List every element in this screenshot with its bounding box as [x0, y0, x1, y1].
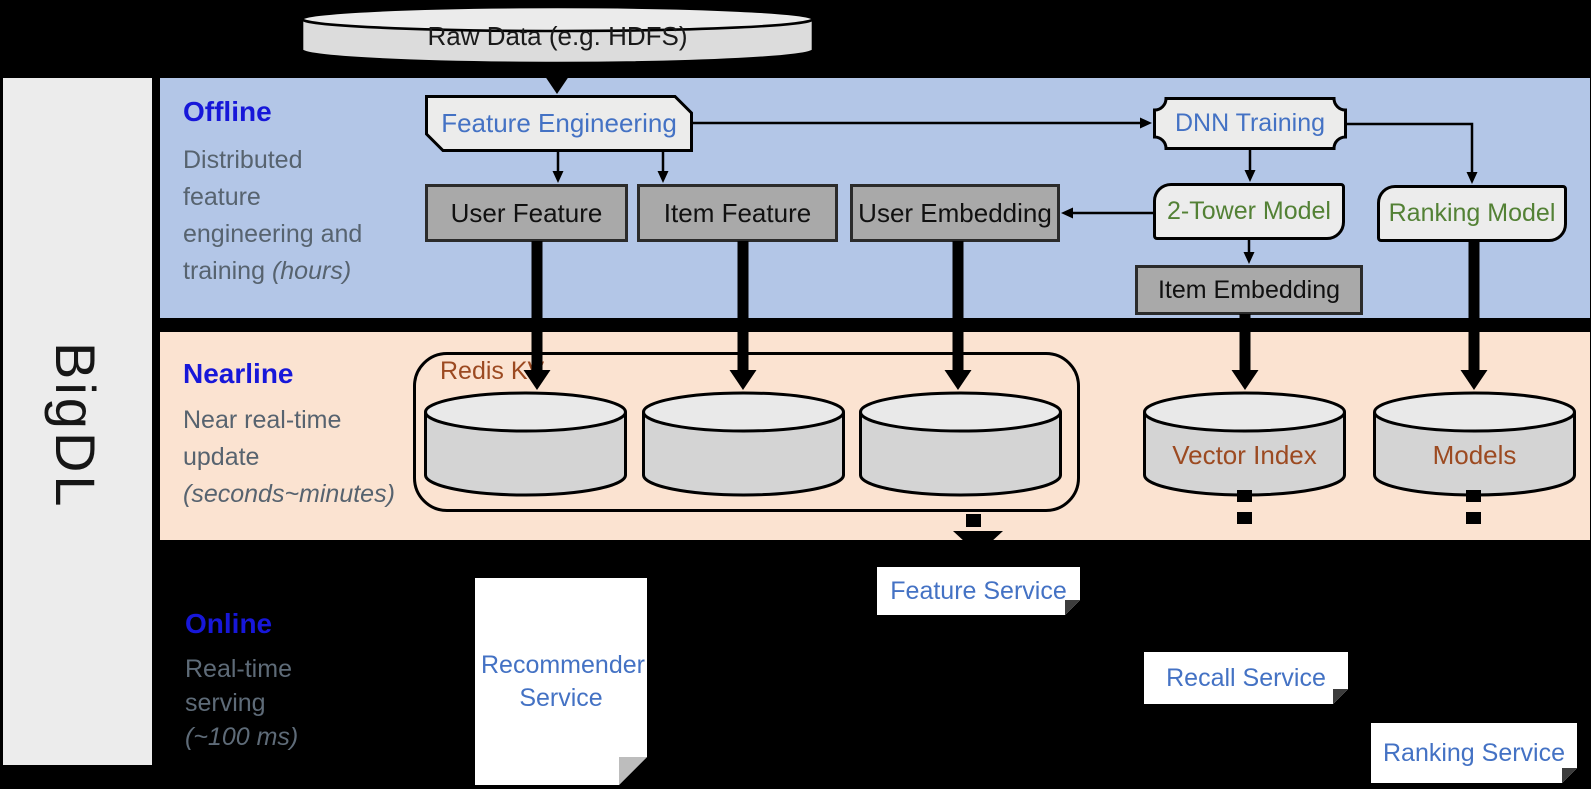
offline-desc-line3: engineering and [183, 220, 363, 248]
feature-service-node: Feature Service [877, 567, 1080, 615]
recommender-service-label: Recommender Service [481, 650, 645, 712]
page-fold-icon [1333, 689, 1348, 704]
cylinder-icon [424, 391, 627, 497]
online-description: Real-time serving (~100 ms) [185, 652, 298, 754]
recommender-service-node: Recommender Service [475, 578, 647, 785]
ranking-model-node: Ranking Model [1377, 185, 1567, 242]
redis-cylinder-1 [423, 390, 628, 497]
dnn-training-node: DNN Training [1153, 97, 1347, 150]
nearline-title: Nearline [183, 358, 294, 389]
redis-cylinder-3 [858, 390, 1063, 497]
offline-desc-line4: training (hours) [183, 257, 352, 285]
raw-data-label: Raw Data (e.g. HDFS) [427, 20, 688, 51]
nearline-desc-line1: Near real-time [183, 406, 342, 434]
ranking-service-node: Ranking Service [1371, 723, 1577, 783]
feature-service-label: Feature Service [890, 576, 1067, 605]
nearline-desc-line3: (seconds~minutes) [183, 480, 395, 508]
online-desc-line3: (~100 ms) [185, 723, 299, 751]
online-desc-line1: Real-time [185, 655, 292, 683]
offline-description: Distributed feature engineering and trai… [183, 142, 362, 290]
offline-title: Offline [183, 96, 272, 127]
cylinder-icon [300, 5, 815, 65]
item-feature-node: Item Feature [637, 184, 838, 242]
vector-index-store: Vector Index [1142, 390, 1347, 497]
bigdl-label: BigDL [44, 342, 107, 510]
snip-corner-shape [425, 95, 693, 152]
models-store: Models [1372, 390, 1577, 497]
feature-engineering-node: Feature Engineering [425, 95, 693, 152]
dnn-training-label: DNN Training [1174, 109, 1326, 137]
raw-data-store: Raw Data (e.g. HDFS) [300, 5, 815, 67]
page-fold-icon [619, 757, 647, 785]
nearline-description: Near real-time update (seconds~minutes) [183, 402, 395, 513]
offline-desc-line1: Distributed [183, 146, 303, 174]
ranking-service-label: Ranking Service [1382, 738, 1566, 767]
cylinder-icon [1373, 391, 1576, 497]
offline-desc-line2: feature [183, 183, 261, 211]
bigdl-side-strip [3, 78, 152, 765]
redis-kv-label: Redis KV [440, 357, 545, 385]
online-desc-line2: serving [185, 689, 266, 717]
online-title: Online [185, 608, 273, 639]
models-label: Models [1432, 440, 1517, 470]
plaque-shape [1153, 97, 1347, 150]
vector-index-label: Vector Index [1172, 440, 1317, 470]
item-embedding-node: Item Embedding [1135, 265, 1363, 315]
user-feature-node: User Feature [425, 184, 628, 242]
two-tower-model-node: 2-Tower Model [1153, 183, 1345, 240]
user-embedding-node: User Embedding [850, 184, 1060, 242]
recall-service-node: Recall Service [1144, 652, 1348, 704]
cylinder-icon [1143, 391, 1346, 497]
page-fold-icon [1065, 600, 1080, 615]
cylinder-icon [859, 391, 1062, 497]
nearline-desc-line2: update [183, 443, 260, 471]
redis-cylinder-2 [641, 390, 846, 497]
page-fold-icon [1562, 768, 1577, 783]
feature-engineering-label: Feature Engineering [441, 108, 677, 138]
recall-service-label: Recall Service [1166, 663, 1326, 692]
cylinder-icon [642, 391, 845, 497]
